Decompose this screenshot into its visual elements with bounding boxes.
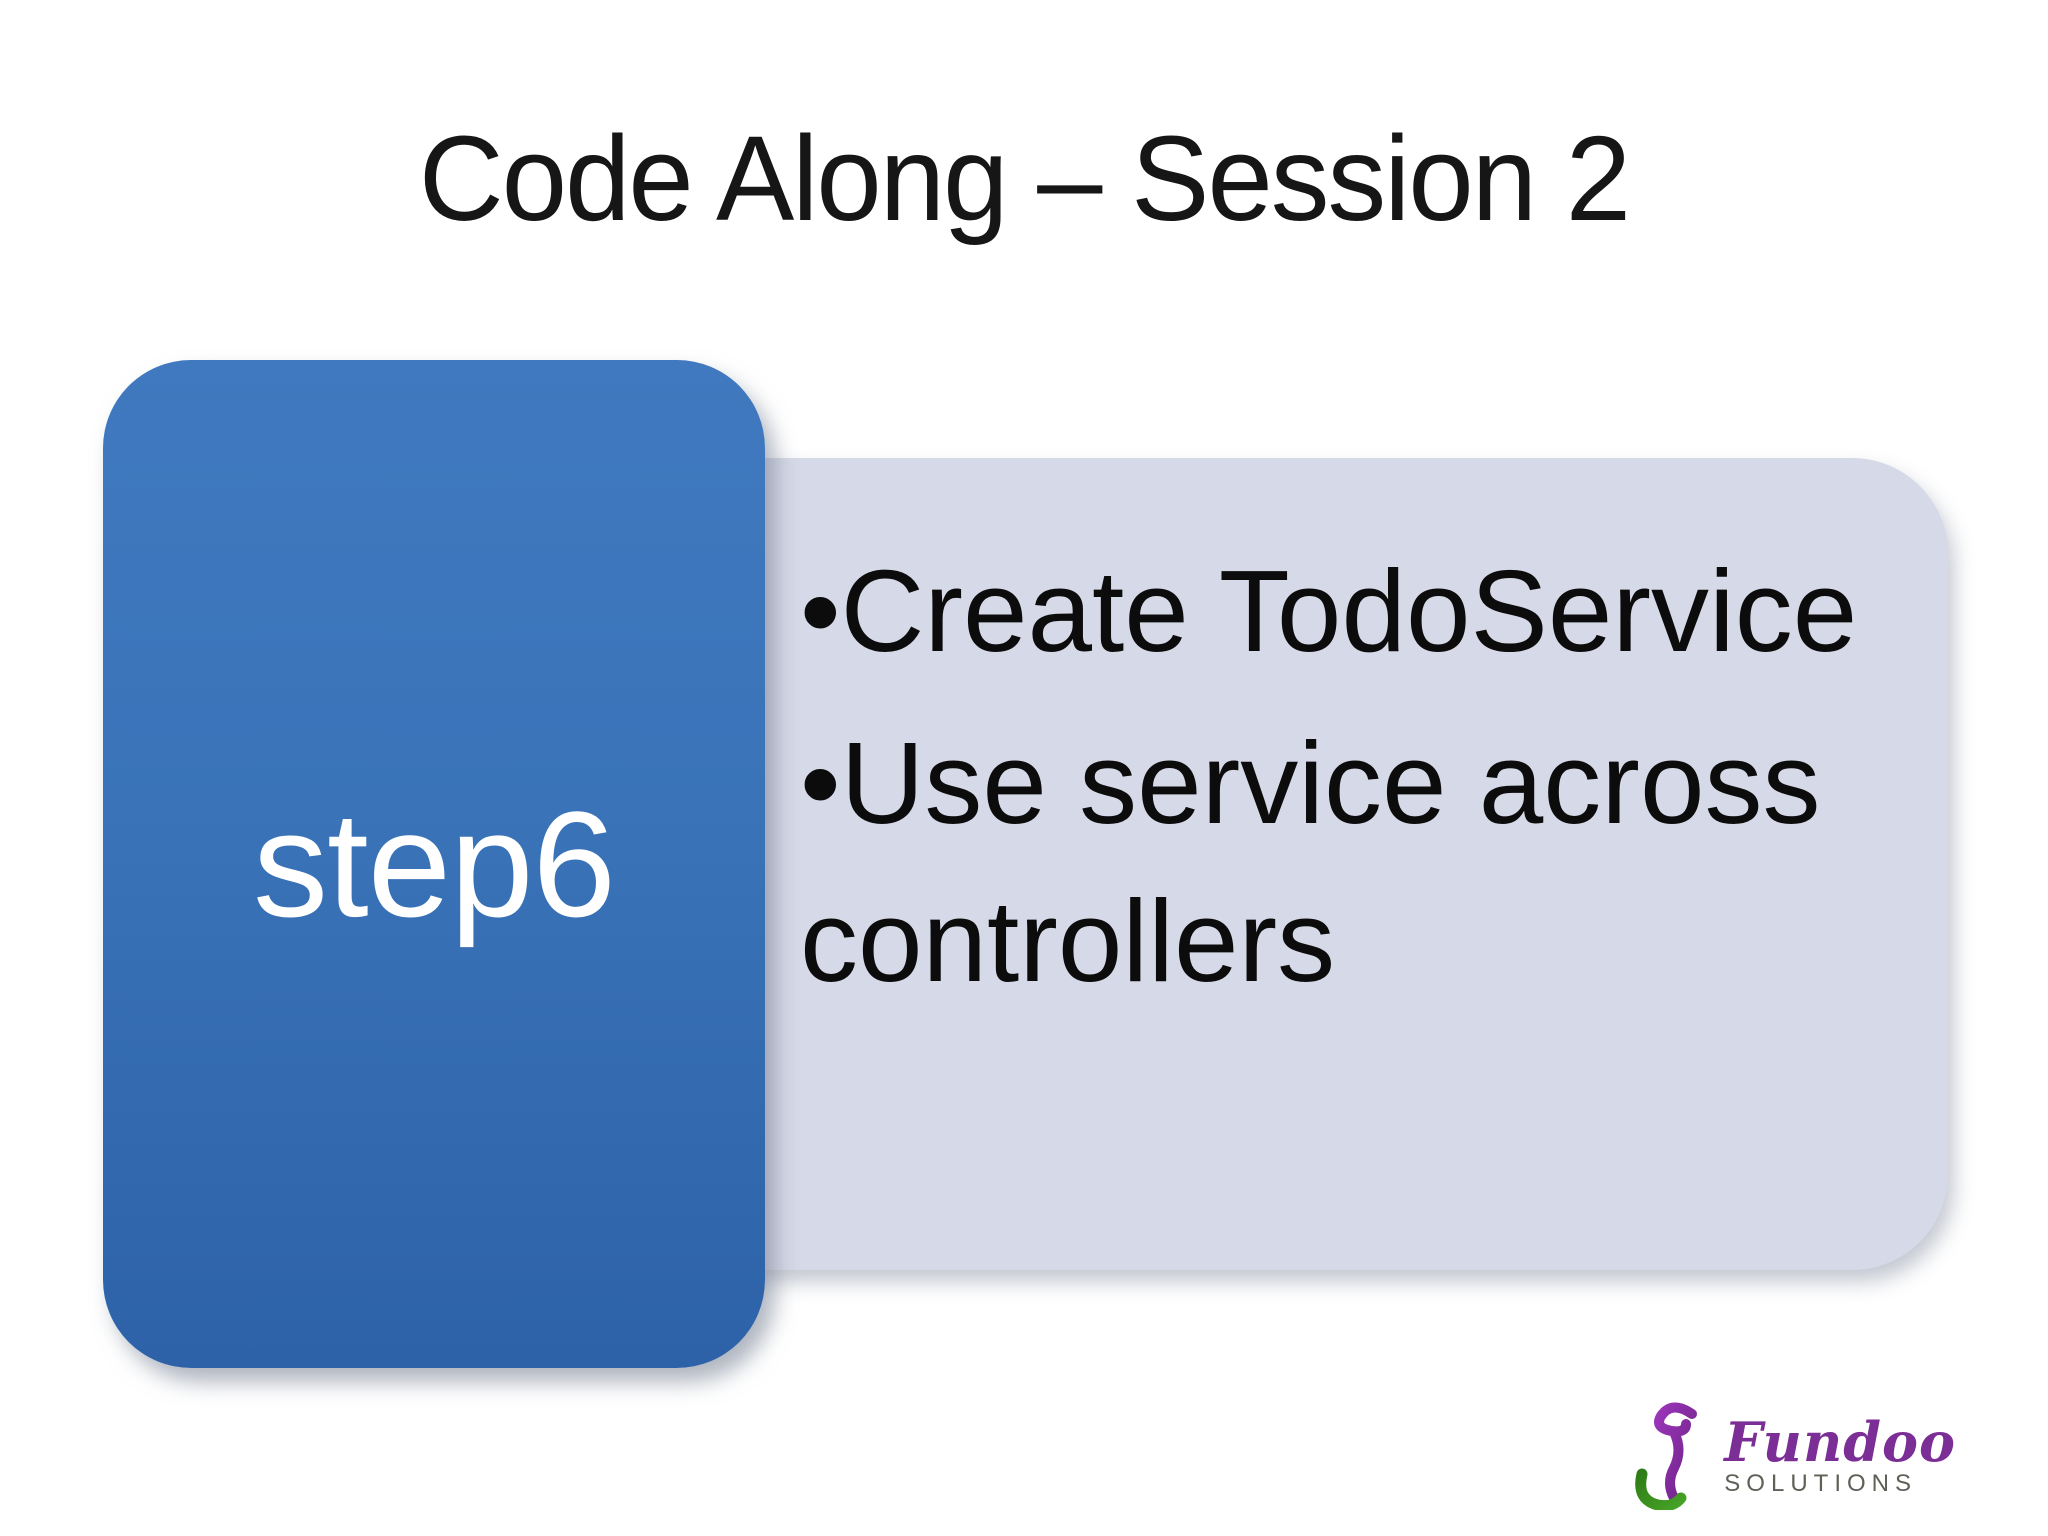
step-card-label: step6 [253,779,616,948]
bullet-item: •Use service across controllers [800,704,1940,1020]
bullet-list: •Create TodoService •Use service across … [800,532,1940,1034]
bullet-marker: • [800,718,841,848]
logo-text: Fundoo SOLUTIONS [1724,1413,1956,1497]
content-card: •Create TodoService •Use service across … [600,458,1948,1270]
bullet-item: •Create TodoService [800,532,1940,690]
bullet-text: Use service across controllers [800,718,1821,1006]
fundoo-logo-icon [1635,1402,1698,1510]
logo-sub-text: SOLUTIONS [1724,1470,1917,1497]
bullet-marker: • [800,546,841,676]
fundoo-solutions-logo: Fundoo SOLUTIONS [1628,1400,1956,1510]
bullet-text: Create TodoService [840,546,1858,676]
step-card: step6 [103,360,765,1368]
slide-title: Code Along – Session 2 [418,110,1631,246]
logo-brand-text: Fundoo [1724,1410,1956,1474]
